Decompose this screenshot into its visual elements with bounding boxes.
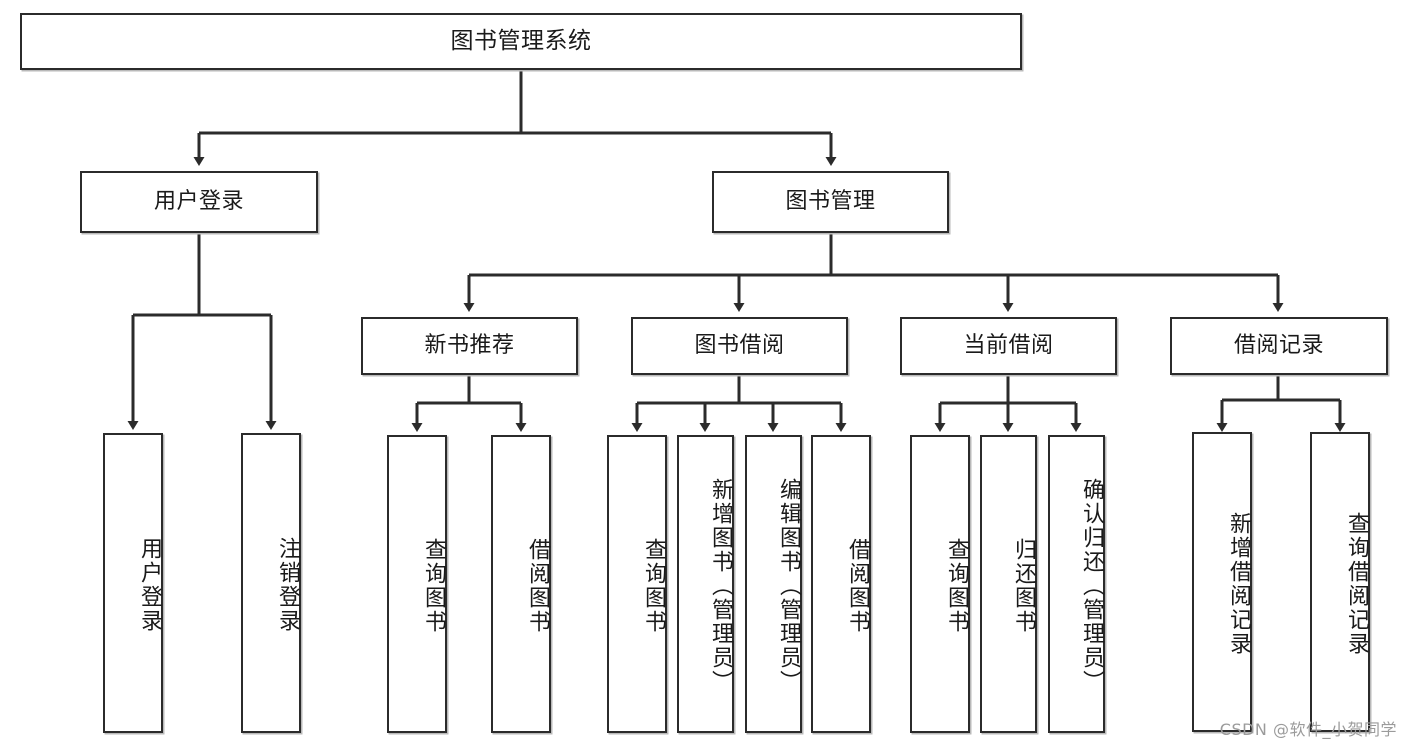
csdn-watermark: CSDN @软件_小贺同学	[1219, 720, 1397, 739]
node-leaf-confirm-return-label: 确认归还（管理员）	[1079, 478, 1104, 694]
node-leaf-borrow-book-2-label: 借阅图书	[845, 538, 870, 634]
node-leaf-query-record-label: 查询借阅记录	[1344, 512, 1369, 656]
node-leaf-borrow-book-1-label: 借阅图书	[525, 538, 550, 634]
node-leaf-query-book-2-label: 查询图书	[641, 538, 666, 634]
node-leaf-add-record-label: 新增借阅记录	[1226, 512, 1251, 656]
node-leaf-edit-book-label: 编辑图书（管理员）	[776, 478, 801, 694]
node-leaf-edit-book[interactable]: 编辑图书（管理员）	[745, 435, 802, 733]
node-leaf-query-book-1-label: 查询图书	[421, 538, 446, 634]
node-new-book-recommend-label: 新书推荐	[424, 332, 515, 358]
node-leaf-borrow-book-1[interactable]: 借阅图书	[491, 435, 551, 733]
node-leaf-add-record[interactable]: 新增借阅记录	[1192, 432, 1252, 732]
node-leaf-return-book-label: 归还图书	[1011, 538, 1036, 634]
node-book-manage[interactable]: 图书管理	[712, 171, 949, 233]
node-leaf-confirm-return[interactable]: 确认归还（管理员）	[1048, 435, 1105, 733]
node-borrow-record[interactable]: 借阅记录	[1170, 317, 1388, 375]
node-root[interactable]: 图书管理系统	[20, 13, 1022, 70]
node-book-borrow-label: 图书借阅	[694, 332, 785, 358]
node-book-borrow[interactable]: 图书借阅	[631, 317, 848, 375]
node-user-login-label: 用户登录	[153, 188, 244, 214]
node-leaf-query-book-3-label: 查询图书	[944, 538, 969, 634]
node-leaf-query-book-1[interactable]: 查询图书	[387, 435, 447, 733]
node-borrow-record-label: 借阅记录	[1233, 332, 1324, 358]
node-current-borrow-label: 当前借阅	[963, 332, 1054, 358]
node-leaf-logout-login[interactable]: 注销登录	[241, 433, 301, 733]
node-leaf-add-book[interactable]: 新增图书（管理员）	[677, 435, 734, 733]
node-leaf-add-book-label: 新增图书（管理员）	[708, 478, 733, 694]
node-leaf-return-book[interactable]: 归还图书	[980, 435, 1037, 733]
node-leaf-borrow-book-2[interactable]: 借阅图书	[811, 435, 871, 733]
node-user-login[interactable]: 用户登录	[80, 171, 318, 233]
node-root-label: 图书管理系统	[450, 27, 592, 54]
node-leaf-query-book-2[interactable]: 查询图书	[607, 435, 667, 733]
node-leaf-user-login-label: 用户登录	[137, 537, 162, 633]
node-leaf-user-login[interactable]: 用户登录	[103, 433, 163, 733]
node-new-book-recommend[interactable]: 新书推荐	[361, 317, 578, 375]
node-leaf-query-record[interactable]: 查询借阅记录	[1310, 432, 1370, 732]
node-leaf-logout-login-label: 注销登录	[275, 537, 300, 633]
node-book-manage-label: 图书管理	[785, 188, 876, 214]
node-leaf-query-book-3[interactable]: 查询图书	[910, 435, 970, 733]
node-current-borrow[interactable]: 当前借阅	[900, 317, 1117, 375]
